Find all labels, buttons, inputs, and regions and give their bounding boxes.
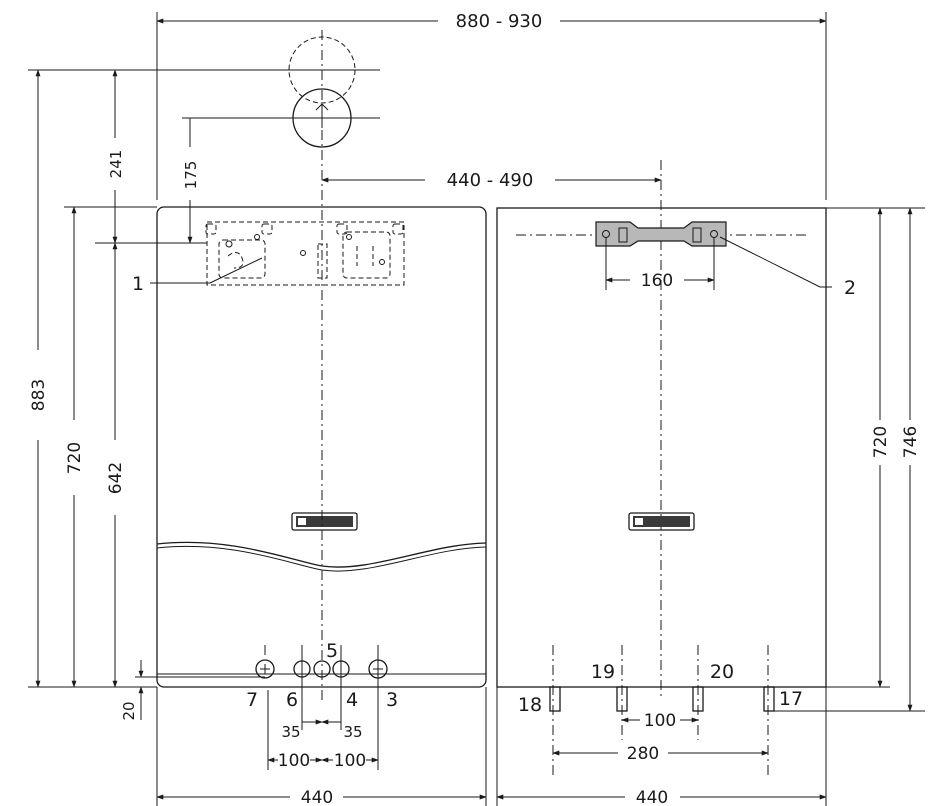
callout-2: 2 <box>844 277 856 299</box>
dim-axis-spacing: 440 - 490 <box>447 170 534 191</box>
dim-width-left: 440 <box>301 788 333 806</box>
hanging-bracket <box>595 221 727 247</box>
dimension-labels: 880 - 930 440 - 490 160 883 720 642 241 … <box>29 11 921 806</box>
callout-4: 4 <box>346 689 358 711</box>
callout-18: 18 <box>518 694 542 716</box>
dim-720-right: 720 <box>871 426 891 458</box>
dim-175: 175 <box>182 161 200 190</box>
dim-883: 883 <box>29 379 49 411</box>
dim-35-right: 35 <box>343 723 362 741</box>
dim-720-left: 720 <box>65 442 85 474</box>
front-view <box>156 30 487 770</box>
callout-3: 3 <box>386 689 398 711</box>
dim-overall-width: 880 - 930 <box>456 11 543 32</box>
dim-241: 241 <box>107 150 125 179</box>
dim-rear-280: 280 <box>627 744 659 764</box>
callout-7: 7 <box>246 689 258 711</box>
callout-19: 19 <box>591 661 615 683</box>
dim-width-right: 440 <box>636 788 668 806</box>
callout-20: 20 <box>710 661 734 683</box>
callout-17: 17 <box>779 688 803 710</box>
dim-642: 642 <box>106 462 126 494</box>
dim-rear-100: 100 <box>644 711 676 731</box>
mounting-plate-outline <box>205 221 405 286</box>
rear-pipe-stubs <box>549 686 775 712</box>
front-casing <box>156 206 487 688</box>
callout-6: 6 <box>286 689 298 711</box>
rear-logo-badge <box>628 512 695 531</box>
dim-100-left: 100 <box>278 751 310 771</box>
dim-100-right: 100 <box>334 751 366 771</box>
callout-labels: 1 2 3 4 5 6 7 17 18 19 20 <box>132 273 856 716</box>
front-logo-badge <box>291 512 358 531</box>
rear-view <box>496 160 827 775</box>
dim-bracket-holes: 160 <box>641 271 673 291</box>
dim-20: 20 <box>120 701 138 720</box>
callout-1: 1 <box>132 273 144 295</box>
callout-5: 5 <box>326 640 338 662</box>
callout-leaders <box>150 236 832 288</box>
dim-746: 746 <box>901 426 921 458</box>
dim-35-left: 35 <box>281 723 300 741</box>
dimension-lines <box>35 18 913 800</box>
